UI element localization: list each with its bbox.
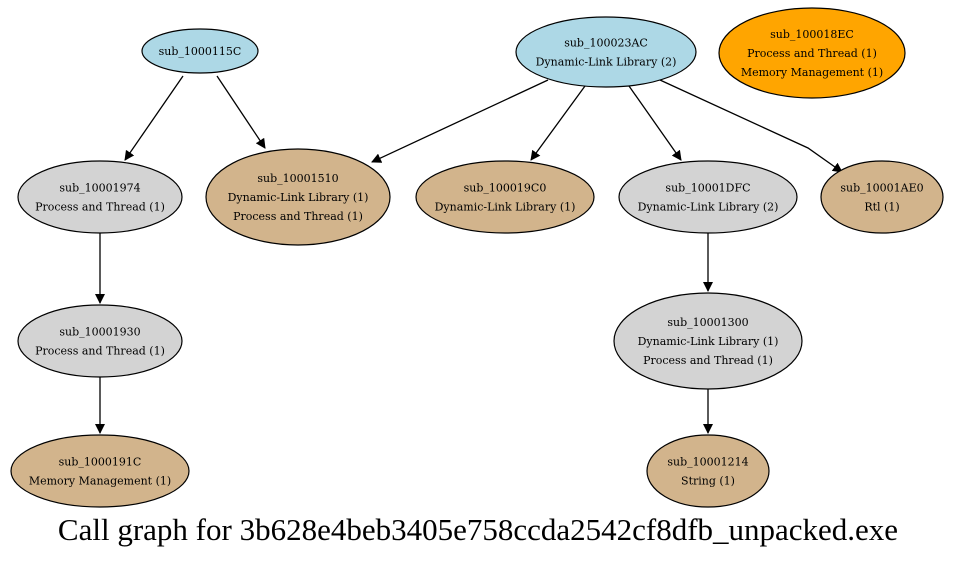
node-ellipse <box>718 7 906 99</box>
node-api-category: Dynamic-Link Library (2) <box>536 56 677 69</box>
node-api-category: Process and Thread (1) <box>35 201 165 214</box>
node-api-category: Process and Thread (1) <box>643 354 773 367</box>
node-ellipse <box>618 160 798 234</box>
node-ellipse <box>17 160 183 234</box>
node-sub_1000191C[interactable]: sub_1000191C Memory Management (1) <box>10 434 190 508</box>
node-api-category: Process and Thread (1) <box>233 210 363 223</box>
edge-n23AC-to-n1AE0 <box>659 79 843 173</box>
node-function-name: sub_1000191C <box>59 456 142 469</box>
node-function-name: sub_10001974 <box>59 182 140 195</box>
node-api-category: Dynamic-Link Library (1) <box>435 201 576 214</box>
edge-n115C-to-n1510 <box>216 75 266 149</box>
node-function-name: sub_1000115C <box>159 45 242 58</box>
node-function-name: sub_100023AC <box>564 37 648 50</box>
node-api-category: Dynamic-Link Library (1) <box>638 335 779 348</box>
edges-layer <box>95 75 843 434</box>
edge-n115C-to-n1974 <box>124 75 184 161</box>
node-api-category: Rtl (1) <box>864 201 899 214</box>
edge-n23AC-to-n1510 <box>371 79 549 163</box>
node-api-category: Memory Management (1) <box>29 475 171 488</box>
node-api-category: Process and Thread (1) <box>35 345 165 358</box>
node-function-name: sub_10001DFC <box>665 182 750 195</box>
node-api-category: Dynamic-Link Library (2) <box>638 201 779 214</box>
graph-title: Call graph for 3b628e4beb3405e758ccda254… <box>57 512 899 547</box>
node-function-name: sub_10001214 <box>667 456 748 469</box>
node-sub_1000115C[interactable]: sub_1000115C <box>141 28 259 74</box>
node-ellipse <box>141 28 259 74</box>
node-api-category: Dynamic-Link Library (1) <box>228 191 369 204</box>
node-api-category: String (1) <box>681 475 735 488</box>
edge-n23AC-to-n1DFC <box>628 85 682 161</box>
node-ellipse <box>17 304 183 378</box>
node-ellipse <box>820 160 944 234</box>
node-api-category: Memory Management (1) <box>741 66 883 79</box>
node-function-name: sub_10001300 <box>667 316 748 329</box>
node-function-name: sub_10001930 <box>59 326 140 339</box>
node-ellipse <box>613 292 803 390</box>
node-function-name: sub_100018EC <box>770 28 854 41</box>
node-api-category: Process and Thread (1) <box>747 47 877 60</box>
node-ellipse <box>515 16 697 88</box>
node-ellipse <box>205 148 391 246</box>
nodes-layer: sub_1000115C sub_100023AC Dynamic-Link Lib… <box>10 7 944 508</box>
edge-n23AC-to-n19C0 <box>530 85 586 161</box>
node-function-name: sub_10001510 <box>257 172 338 185</box>
node-sub_10001DFC[interactable]: sub_10001DFC Dynamic-Link Library (2) <box>618 160 798 234</box>
node-ellipse <box>646 434 770 508</box>
node-sub_100018EC[interactable]: sub_100018EC Process and Thread (1) Memory… <box>718 7 906 99</box>
node-ellipse <box>10 434 190 508</box>
node-ellipse <box>415 160 595 234</box>
node-function-name: sub_10001AE0 <box>840 182 923 195</box>
node-function-name: sub_100019C0 <box>464 182 547 195</box>
node-sub_100023AC[interactable]: sub_100023AC Dynamic-Link Library (2) <box>515 16 697 88</box>
